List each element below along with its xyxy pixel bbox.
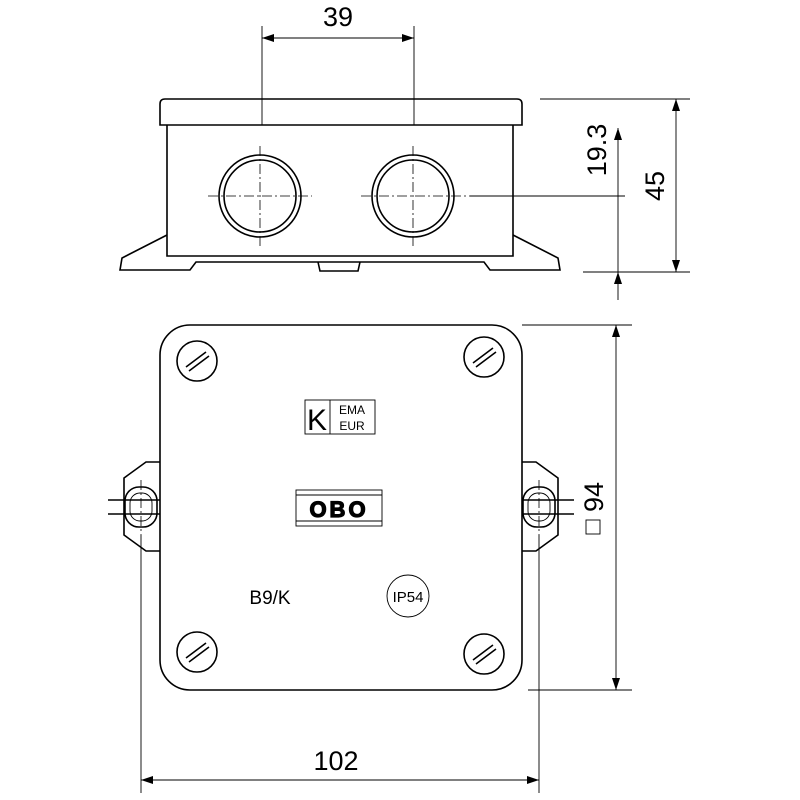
screw-icon bbox=[176, 631, 218, 673]
side-view bbox=[119, 98, 625, 272]
obo-logo: OBO bbox=[295, 489, 383, 527]
screw-icon bbox=[176, 340, 218, 382]
model-label: B9/K bbox=[249, 588, 291, 609]
left-mounting-ear bbox=[108, 461, 160, 552]
certification-mark: K EMA EUR bbox=[304, 399, 376, 437]
dimension-heights: 19.3 45 bbox=[540, 98, 690, 300]
ip-rating-label: IP54 bbox=[393, 589, 424, 606]
cert-line-1: EMA bbox=[339, 403, 365, 417]
cert-letter: K bbox=[307, 404, 327, 437]
ip-rating-badge: IP54 bbox=[386, 574, 430, 618]
screw-icon bbox=[463, 336, 505, 378]
brand-label: OBO bbox=[309, 497, 368, 522]
box-outline bbox=[159, 324, 523, 691]
dim-label-39: 39 bbox=[323, 2, 353, 32]
box-lid bbox=[159, 98, 523, 126]
right-mounting-foot bbox=[475, 234, 561, 271]
dim-label-19-3: 19.3 bbox=[582, 124, 612, 177]
base-clip bbox=[317, 261, 361, 272]
box-body bbox=[166, 125, 514, 257]
dim-label-102: 102 bbox=[313, 746, 358, 776]
left-mounting-foot bbox=[119, 234, 205, 271]
dimension-square: 94 bbox=[522, 324, 632, 691]
cable-entry-right bbox=[361, 146, 470, 246]
screw-icon bbox=[463, 633, 505, 675]
top-view: K EMA EUR OBO B9/K IP54 bbox=[108, 324, 574, 691]
cert-line-2: EUR bbox=[339, 419, 365, 433]
right-mounting-ear bbox=[522, 461, 574, 552]
dimension-width: 102 bbox=[140, 535, 540, 793]
dimension-hole-spacing: 39 bbox=[261, 2, 415, 125]
dim-label-45: 45 bbox=[640, 171, 670, 201]
cable-entry-left bbox=[208, 146, 312, 246]
dim-label-94: 94 bbox=[579, 482, 609, 512]
square-symbol-icon bbox=[585, 519, 601, 535]
